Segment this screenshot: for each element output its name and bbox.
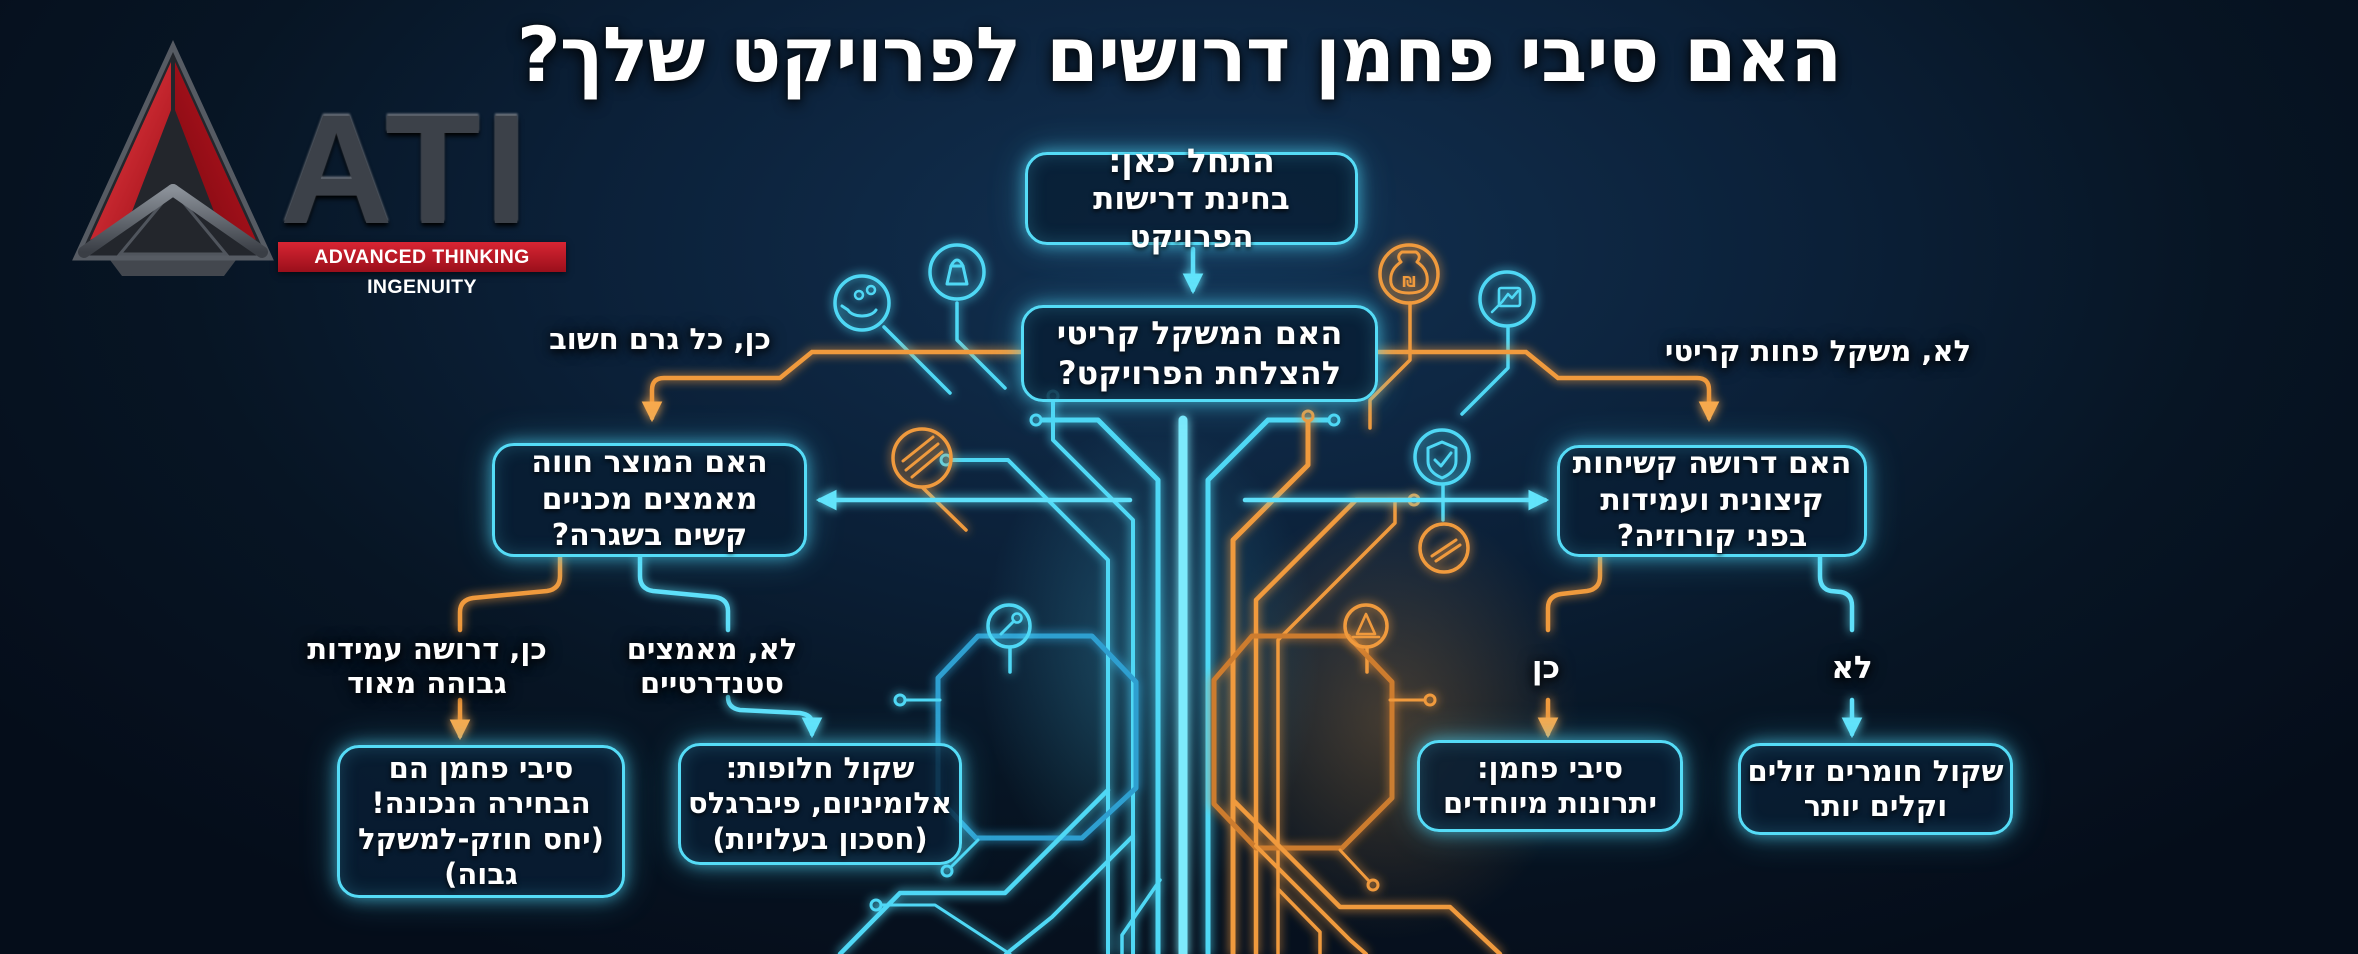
edge-label-yes: כן (1531, 650, 1561, 686)
shield-check-icon (1413, 428, 1471, 486)
node-question-stiffness: האם דרושה קשיחות קיצונית ועמידות בפני קו… (1557, 445, 1867, 557)
node-result-cheaper-materials: שקול חומרים זולים וקלים יותר (1738, 743, 2013, 835)
fiber-coil-icon (891, 427, 953, 489)
node-result-alternatives-text: שקול חלופות: אלומיניום, פיברגלס (חסכון ב… (687, 750, 953, 856)
node-result-carbon-advantages: סיבי פחמן: יתרונות מיוחדים (1417, 740, 1683, 832)
warning-cone-icon (1343, 603, 1389, 649)
logo-red-left (90, 62, 171, 240)
icon-medallions: ₪ (833, 243, 1536, 649)
edge-qstiff-no-a (1817, 554, 1855, 633)
node-start: התחל כאן: בחינת דרישות הפרויקט (1025, 141, 1358, 255)
logo-inner (116, 187, 230, 256)
node-result-carbon-best: סיבי פחמן הם הבחירה הנכונה! (יחס חוזק-למ… (337, 745, 625, 898)
node-result-alternatives: שקול חלופות: אלומיניום, פיברגלס (חסכון ב… (678, 743, 962, 865)
node-start-heading: התחל כאן: (1108, 140, 1275, 180)
brand-name: ATI (280, 83, 532, 257)
node-result-carbon-advantages-text: סיבי פחמן: יתרונות מיוחדים (1443, 750, 1657, 820)
edge-label-no: לא (1831, 650, 1873, 686)
page-title: האם סיבי פחמן דרושים לפרויקט שלך? (516, 10, 1843, 99)
edge-qstress-yes-a (457, 554, 563, 633)
edge-qstiff-yes-a (1545, 554, 1603, 633)
clamp-tool-icon (1418, 522, 1470, 574)
node-question-weight: האם המשקל קריטי להצלחת הפרויקט? (1021, 305, 1378, 402)
chart-pen-icon (1478, 270, 1536, 328)
node-question-stiffness-text: האם דרושה קשיחות קיצונית ועמידות בפני קו… (1572, 446, 1852, 555)
money-bag-icon: ₪ (1378, 243, 1440, 305)
connectors-cyan (637, 246, 1863, 739)
edge-qstress-no-a (637, 554, 731, 633)
edge-label-yes-high-durability: כן, דרושה עמידות גבוהה מאוד (307, 632, 547, 701)
wrench-icon (986, 603, 1032, 649)
brand-tagline: ADVANCED THINKING INGENUITY (278, 242, 566, 298)
edge-label-no-standard-stress: לא, מאמצים סטנדרטיים (626, 632, 798, 701)
hand-coins-icon (833, 274, 891, 332)
node-start-body: בחינת דרישות הפרויקט (1093, 180, 1290, 255)
shekel-symbol: ₪ (1402, 273, 1416, 291)
node-result-cheaper-materials-text: שקול חומרים זולים וקלים יותר (1747, 753, 2004, 823)
tree-cyan-traces (837, 301, 1510, 954)
weight-icon (928, 243, 986, 301)
edge-label-yes-every-gram: כן, כל גרם חשוב (549, 322, 771, 356)
node-question-stress-text: האם המוצר חווה מאמצים מכניים קשים בשגרה? (531, 445, 768, 554)
ati-logo: ATI ADVANCED THINKING INGENUITY (68, 40, 608, 298)
node-question-stress: האם המוצר חווה מאמצים מכניים קשים בשגרה? (492, 443, 807, 557)
ati-logo-triangle (72, 40, 274, 276)
logo-red-right (175, 62, 256, 240)
edge-label-no-weight-less-critical: לא, משקל פחות קריטי (1664, 334, 1972, 368)
node-result-carbon-best-text: סיבי פחמן הם הבחירה הנכונה! (יחס חוזק-למ… (358, 750, 604, 891)
node-question-weight-text: האם המשקל קריטי להצלחת הפרויקט? (1056, 314, 1343, 392)
edge-qstress-no-b (725, 694, 823, 739)
connectors-orange (449, 349, 1720, 741)
tree-orange-traces (921, 301, 1503, 954)
edge-qweight-yes (641, 349, 1024, 423)
edge-qweight-no (1375, 349, 1720, 423)
logo-core (78, 48, 268, 258)
